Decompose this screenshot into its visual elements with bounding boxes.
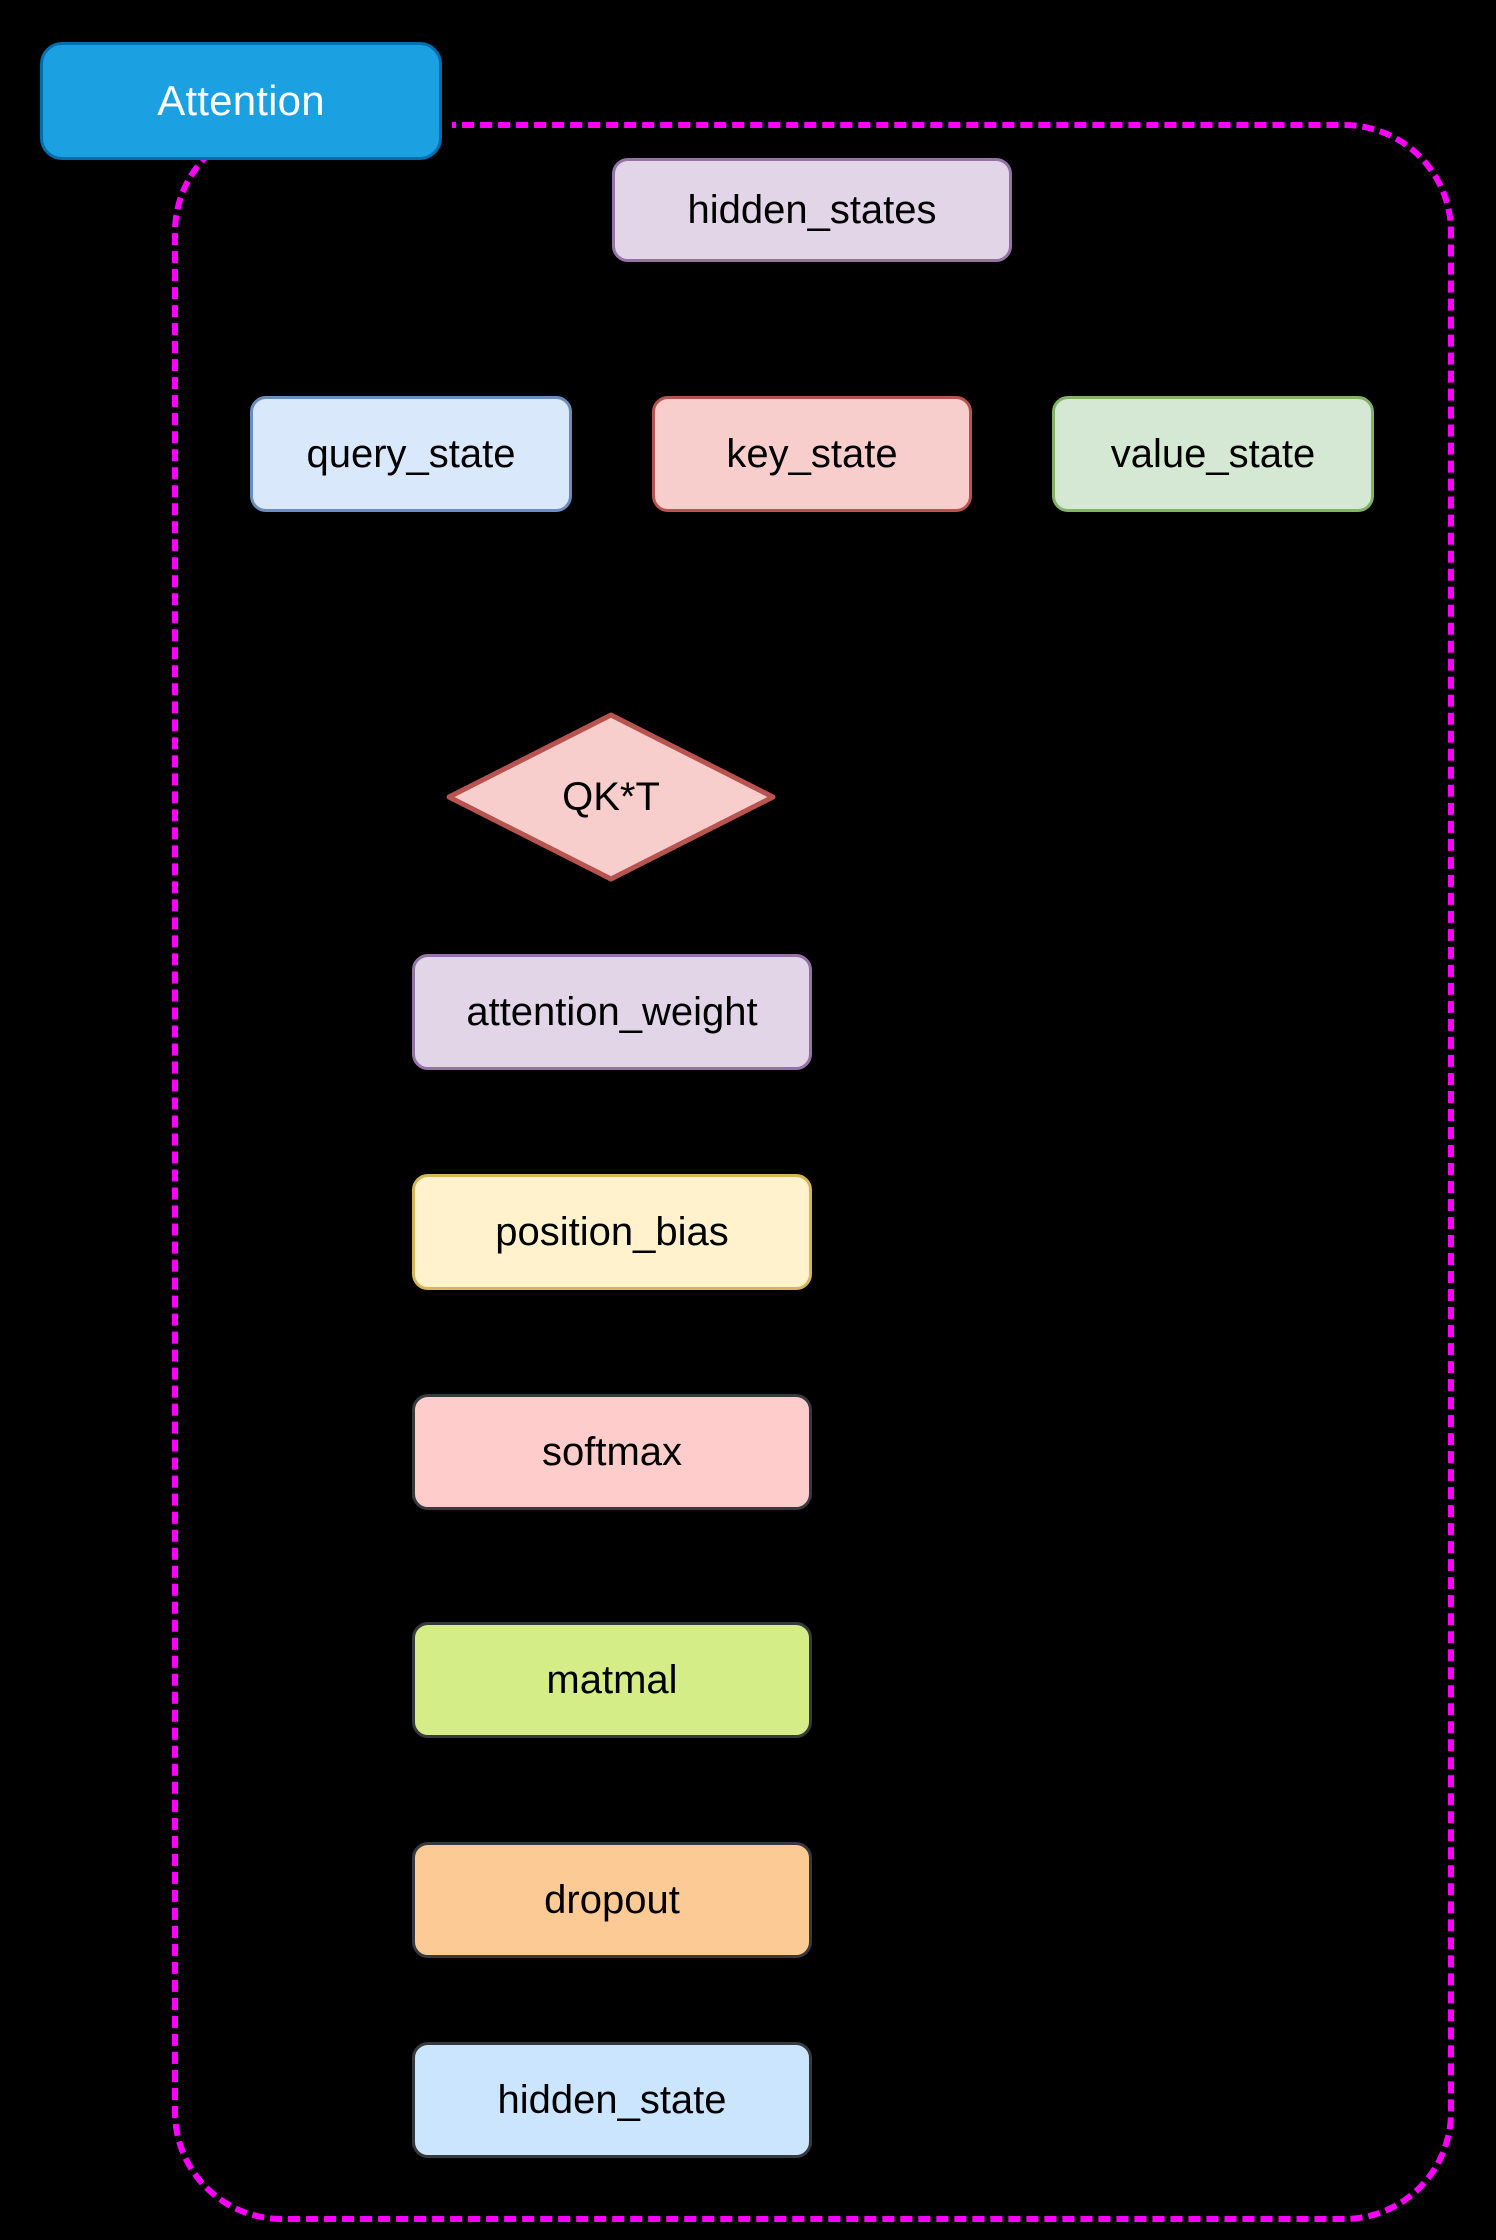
node-hidden_states[interactable]: hidden_states [612,158,1012,262]
node-label-softmax: softmax [541,1430,683,1474]
node-label-query_state: query_state [306,432,516,476]
node-matmal[interactable]: matmal [412,1622,812,1738]
node-qkt[interactable]: QK*T [446,712,776,882]
node-label-hidden_states: hidden_states [687,188,937,232]
node-softmax[interactable]: softmax [412,1394,812,1510]
node-position_bias[interactable]: position_bias [412,1174,812,1290]
node-label-qkt: QK*T [562,774,660,819]
node-query_state[interactable]: query_state [250,396,572,512]
node-value_state[interactable]: value_state [1052,396,1374,512]
node-attention_weight[interactable]: attention_weight [412,954,812,1070]
node-label-dropout: dropout [544,1878,680,1922]
node-label-value_state: value_state [1110,432,1316,476]
group-title-label: Attention [157,77,325,124]
node-dropout[interactable]: dropout [412,1842,812,1958]
node-label-position_bias: position_bias [495,1210,729,1254]
node-label-attention_weight: attention_weight [466,990,758,1034]
node-key_state[interactable]: key_state [652,396,972,512]
node-label-key_state: key_state [726,432,898,476]
node-label-hidden_state: hidden_state [497,2078,727,2122]
node-label-matmal: matmal [546,1658,678,1702]
group-title-attention[interactable]: Attention [40,42,442,160]
node-hidden_state[interactable]: hidden_state [412,2042,812,2158]
